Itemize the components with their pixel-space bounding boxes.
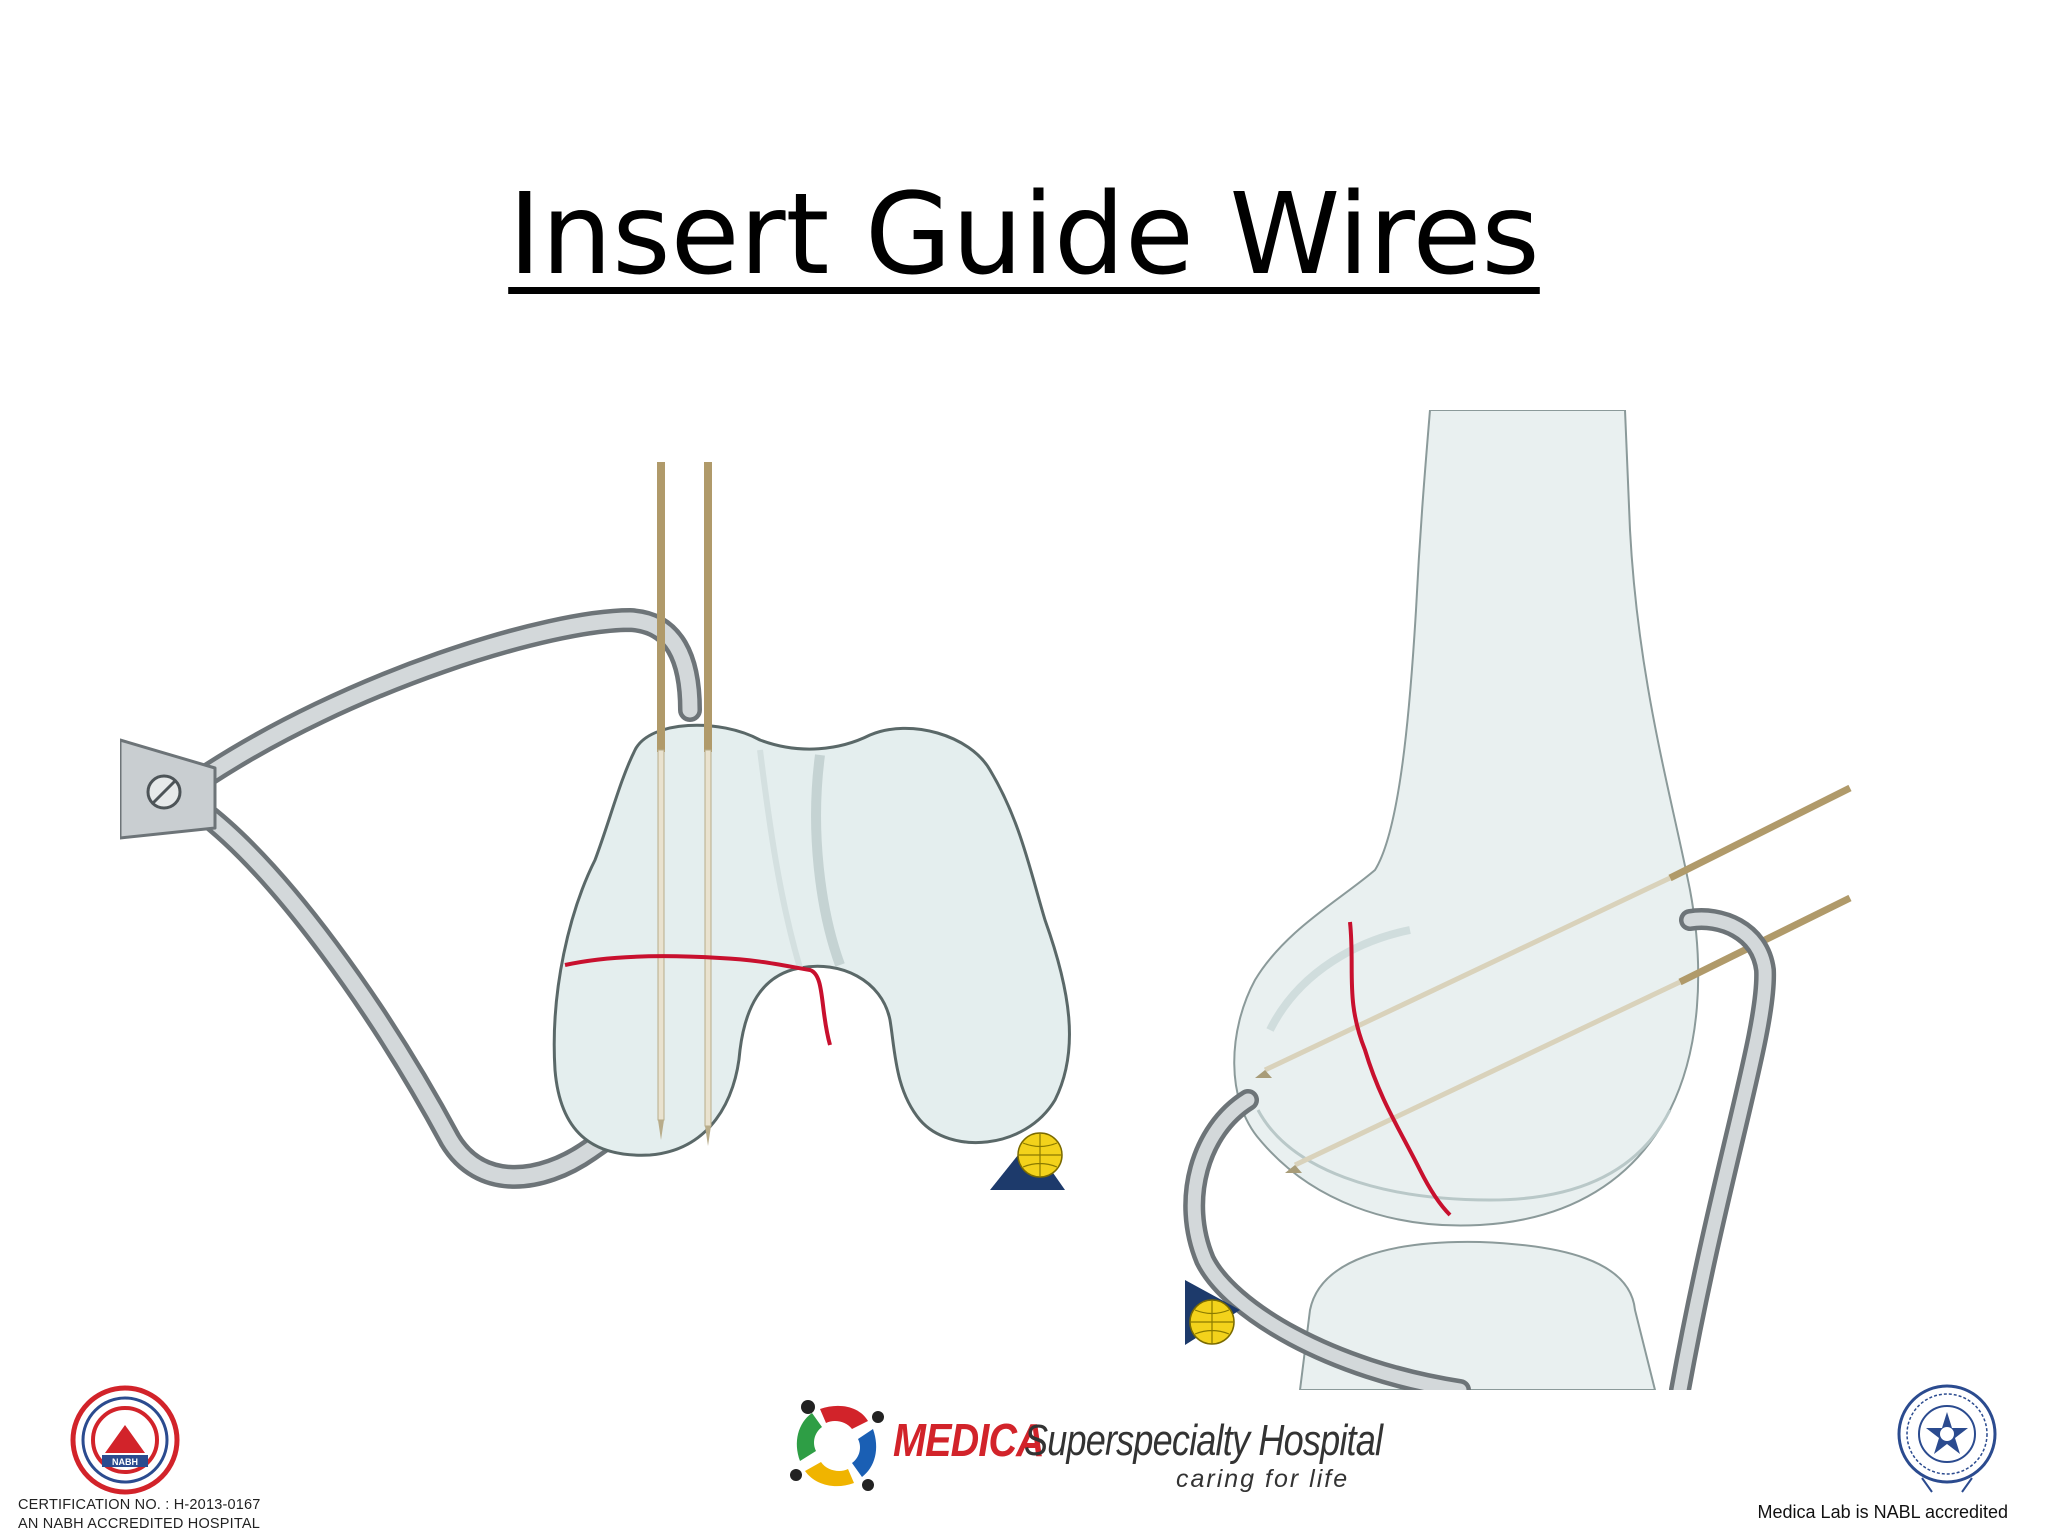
certification-number: CERTIFICATION NO. : H-2013-0167 bbox=[18, 1497, 261, 1513]
reduction-clamp bbox=[120, 608, 707, 1189]
illustration-lateral-view bbox=[1183, 410, 1852, 1390]
nabl-seal-icon bbox=[1897, 1384, 1997, 1493]
slide-title-text: Insert Guide Wires bbox=[508, 170, 1540, 300]
brand-tagline: caring for life bbox=[1176, 1465, 1350, 1493]
fracture-line-anterior bbox=[564, 954, 832, 1046]
nabl-accreditation-note: Medica Lab is NABL accredited bbox=[1757, 1502, 2008, 1522]
fracture-line-lateral bbox=[1348, 921, 1452, 1217]
brand-subtitle: Superspecialty Hospital bbox=[1024, 1416, 1383, 1465]
brand-name: MEDICA bbox=[893, 1414, 1045, 1466]
accreditation-line: AN NABH ACCREDITED HOSPITAL bbox=[18, 1516, 261, 1532]
distal-femur-anterior bbox=[552, 723, 1071, 1157]
medica-logo-icon bbox=[790, 1400, 884, 1491]
reduction-clamp-lateral bbox=[1183, 908, 1777, 1390]
illustration-anterior-view bbox=[120, 462, 1071, 1190]
ao-logo-icon bbox=[990, 1132, 1065, 1190]
certification-text: CERTIFICATION NO. : H-2013-0167 AN NABH … bbox=[18, 1496, 261, 1534]
nabh-seal-text: NABH bbox=[112, 1457, 138, 1467]
guide-wires-anterior bbox=[657, 462, 712, 1146]
nabh-seal-icon: NABH bbox=[70, 1385, 180, 1495]
ao-logo-icon bbox=[1185, 1280, 1240, 1345]
slide-title: Insert Guide Wires bbox=[0, 170, 2048, 300]
femur-lateral bbox=[1233, 410, 1700, 1227]
tibia-lateral bbox=[1298, 1240, 1657, 1390]
